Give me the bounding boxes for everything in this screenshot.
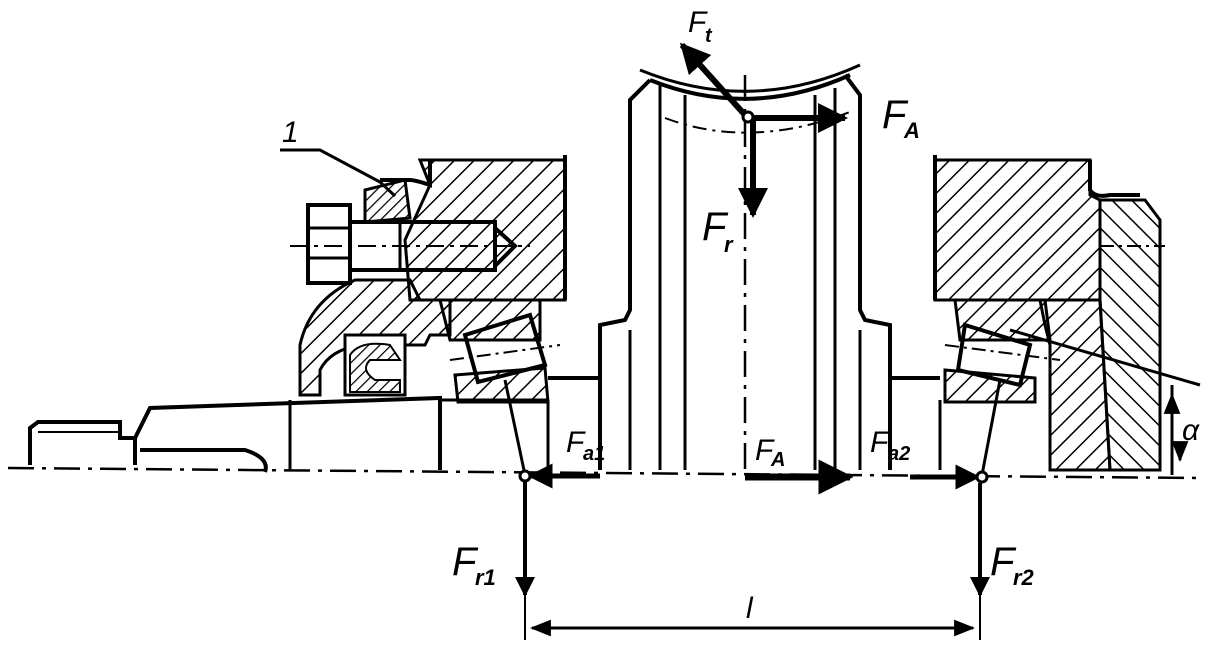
label-fr2-sub: r2: [1013, 565, 1035, 590]
bearing-cover-left: [298, 178, 452, 397]
label-fa-mid: F: [755, 434, 775, 467]
label-fa-top-sub: A: [903, 118, 920, 143]
gear-body: [546, 63, 942, 470]
label-span-length: l: [746, 592, 754, 625]
label-fa2: F: [870, 426, 890, 459]
support-point-left: [518, 469, 532, 483]
contact-angle: [1009, 328, 1201, 475]
shaft-left-end: [28, 395, 548, 473]
label-ft: F: [688, 6, 708, 39]
housing-left: [380, 155, 567, 302]
label-fa-mid-sub: A: [770, 449, 785, 471]
shaft-axis-line: [7, 466, 1201, 480]
part-leader-line: [280, 148, 397, 198]
label-fa1-sub: a1: [583, 443, 605, 465]
support-point-right: [975, 470, 989, 484]
bolt-left: [290, 203, 530, 285]
label-fa2-sub: a2: [888, 443, 910, 465]
label-contact-angle: α: [1182, 414, 1200, 447]
pressure-line-right: [980, 379, 1002, 476]
label-fa1: F: [566, 426, 586, 459]
label-fr: F: [702, 205, 729, 249]
bearing-left: [438, 298, 561, 404]
bearing-right: [943, 298, 1061, 404]
label-fr2: F: [990, 540, 1017, 584]
label-fr-sub: r: [724, 232, 734, 257]
label-fa-top: F: [882, 93, 909, 137]
label-fr1-sub: r1: [475, 565, 496, 590]
force-ft-arrow: [679, 42, 748, 118]
label-fr1: F: [452, 540, 479, 584]
label-ft-sub: t: [705, 25, 713, 47]
pressure-line-left: [503, 379, 527, 476]
force-contact-point: [741, 110, 755, 124]
part-number-label: 1: [282, 116, 299, 149]
